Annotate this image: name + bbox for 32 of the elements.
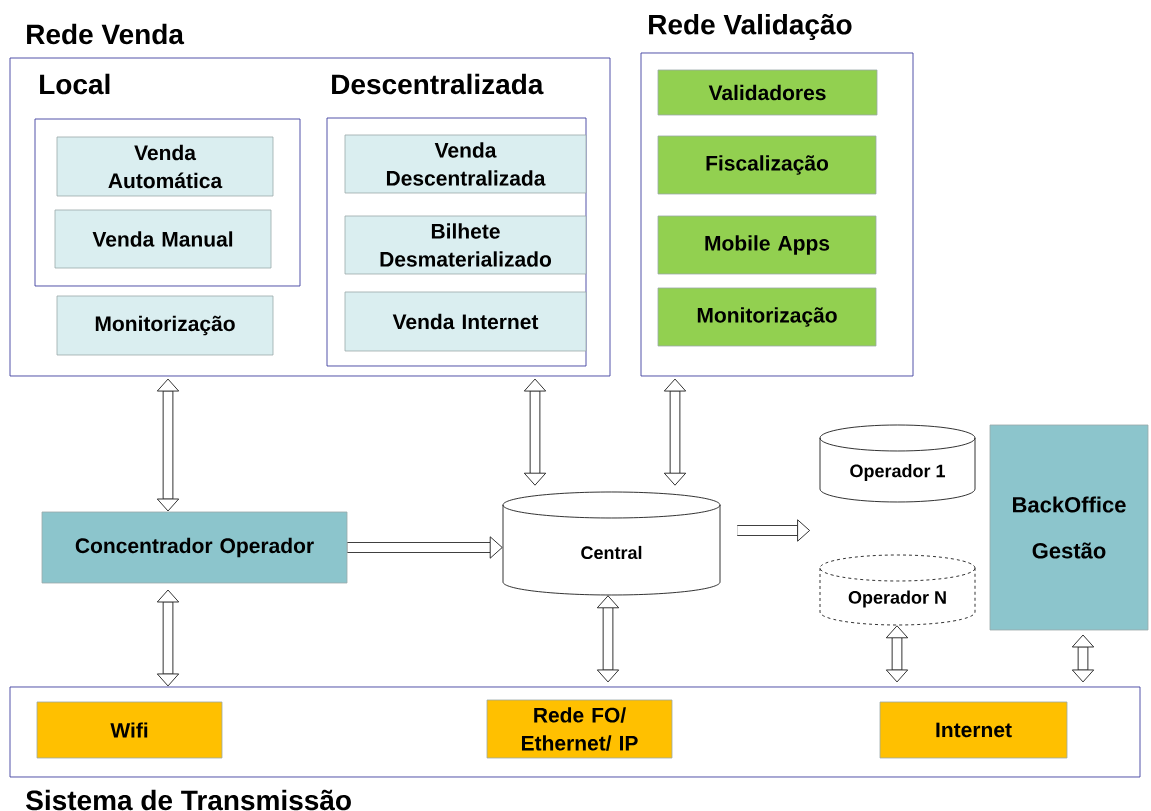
arrow xyxy=(885,625,909,683)
process-box: Rede FO/ Ethernet/ IP xyxy=(486,699,673,759)
process-box: Venda Internet xyxy=(344,291,587,352)
node-label: Descentralizada xyxy=(332,73,544,95)
arrow xyxy=(737,519,810,542)
arrow xyxy=(156,589,180,687)
node-label: Rede Venda xyxy=(27,23,185,45)
database-cylinder: Operador N xyxy=(819,554,976,626)
process-box: Venda Manual xyxy=(54,209,272,269)
arrow xyxy=(156,378,180,512)
process-box: Venda Automática xyxy=(56,136,274,197)
arrow xyxy=(596,595,620,683)
arrow xyxy=(663,378,687,486)
node-label: Sistema de Transmissão xyxy=(26,789,351,811)
process-box: BackOffice Gestão xyxy=(989,424,1149,631)
node-label: Local xyxy=(40,73,110,95)
process-box: Fiscalização xyxy=(657,135,877,195)
process-box: Mobile Apps xyxy=(657,215,877,275)
process-box: Bilhete Desmaterializado xyxy=(344,215,587,275)
arrow xyxy=(1071,634,1095,683)
process-box: Monitorização xyxy=(657,287,877,347)
process-box: Wifi xyxy=(36,701,223,759)
process-box: Validadores xyxy=(657,69,878,116)
database-cylinder: Central xyxy=(502,491,721,596)
process-box: Internet xyxy=(879,701,1068,759)
arrow xyxy=(347,536,503,559)
arrow xyxy=(523,378,547,486)
node-label: Rede Validação xyxy=(649,13,852,41)
process-box: Venda Descentralizada xyxy=(344,134,587,194)
process-box: Monitorização xyxy=(56,295,274,356)
process-box: Concentrador Operador xyxy=(41,511,348,584)
database-cylinder: Operador 1 xyxy=(819,424,976,503)
